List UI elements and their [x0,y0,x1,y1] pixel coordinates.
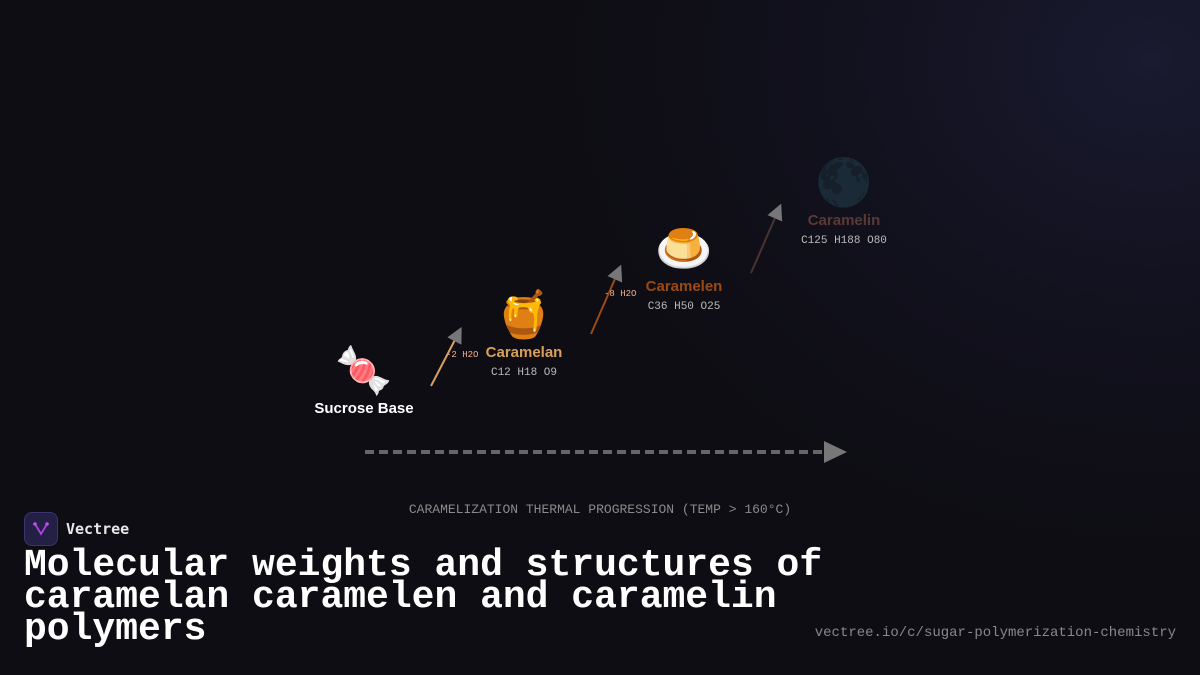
reaction-arrow-2 [590,264,623,335]
brand-name: Vectree [66,520,130,538]
reaction-arrow-3 [750,203,783,274]
candy-icon: 🍬 [335,344,393,396]
brand: Vectree [24,512,129,546]
page-title: Molecular weights and structures of cara… [24,544,823,651]
reaction-arrow-1 [430,326,462,387]
node-name: Caramelan [485,344,563,361]
node-caramelen: 🍮 Caramelen C36 H50 O25 [584,220,784,313]
progression-arrowhead [824,441,847,463]
node-name: Sucrose Base [314,400,414,417]
source-url: vectree.io/c/sugar-polymerization-chemis… [814,625,1176,641]
honey-pot-icon: 🍯 [495,288,553,340]
node-formula: C12 H18 O9 [490,367,557,379]
node-sucrose-base: 🍬 Sucrose Base [264,342,464,417]
node-name: Caramelen [645,278,723,295]
node-formula: C36 H50 O25 [647,301,721,313]
axis-label: CARAMELIZATION THERMAL PROGRESSION (TEMP… [408,502,792,517]
node-caramelin: 🌑 Caramelin C125 H188 O80 [744,154,944,247]
custard-icon: 🍮 [655,222,713,274]
node-caramelan: 🍯 Caramelan C12 H18 O9 [424,286,624,379]
node-name: Caramelin [807,212,881,229]
node-formula: C125 H188 O80 [801,235,887,247]
water-loss-label-1: -2 H2O [446,350,479,360]
vectree-logo-icon [24,512,58,546]
new-moon-icon: 🌑 [815,156,873,208]
water-loss-label-2: -8 H2O [604,289,637,299]
